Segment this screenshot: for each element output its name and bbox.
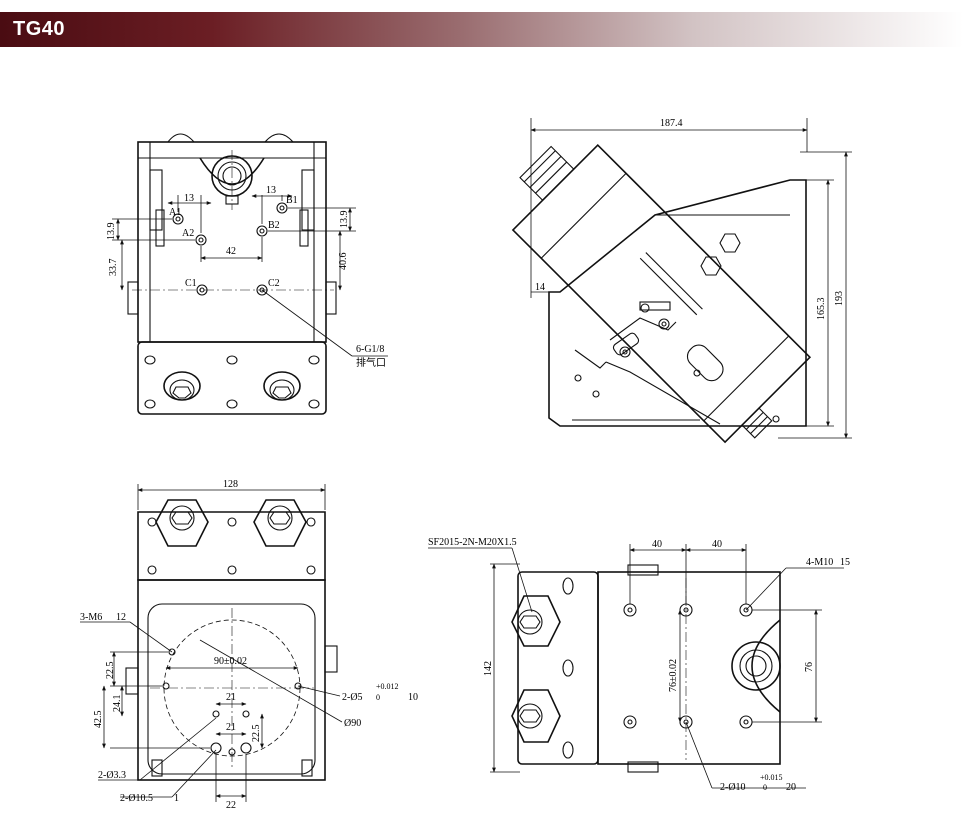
dim-76: 76 — [804, 662, 815, 672]
dim-22: 22 — [226, 800, 236, 811]
dim-42-5: 42.5 — [93, 711, 104, 729]
front-view — [112, 133, 388, 415]
callout-3-m6: 3-M6 — [80, 612, 102, 623]
callout-exhaust: 排气口 — [356, 356, 386, 369]
callout-2-d5-depth: 10 — [408, 692, 418, 703]
side-view-labels: 187.4 14 165.3 193 — [535, 118, 845, 320]
side-view — [511, 118, 852, 444]
bottom-view — [428, 544, 844, 789]
dim-42: 42 — [226, 246, 236, 257]
port-label-a1: A1 — [169, 207, 181, 218]
label-2-d10: 2-Ø10 — [720, 782, 746, 793]
callout-2-d3-3: 2-Ø3.3 — [98, 770, 126, 781]
dim-142: 142 — [483, 661, 494, 676]
label-m10-depth: 15 — [840, 557, 850, 568]
port-label-b1: B1 — [286, 195, 298, 206]
tolerance-lower: 0 — [376, 693, 380, 702]
callout-thread: 6-G1/8 — [356, 344, 384, 355]
dim-90: 90±0.02 — [214, 656, 247, 667]
dim-13-9-right: 13.9 — [339, 211, 350, 229]
dim-14: 14 — [535, 282, 545, 293]
dim-40-right: 40 — [712, 539, 722, 550]
dim-193: 193 — [834, 291, 845, 306]
callout-2-d5: 2-Ø5 — [342, 692, 363, 703]
port-label-c2: C2 — [268, 278, 280, 289]
dim-187-4: 187.4 — [660, 118, 683, 129]
dim-128: 128 — [223, 479, 238, 490]
callout-2-d10-5-depth: 1 — [174, 793, 179, 804]
label-2-d10-depth: 20 — [786, 782, 796, 793]
port-label-b2: B2 — [268, 220, 280, 231]
callout-3-m6-depth: 12 — [116, 612, 126, 623]
dim-33-7: 33.7 — [108, 259, 119, 277]
callout-d90: Ø90 — [344, 718, 361, 729]
dim-13-right: 13 — [266, 185, 276, 196]
model-title: TG40 — [13, 18, 66, 40]
callout-2-d10-5: 2-Ø10.5 — [120, 793, 153, 804]
front-view-labels: A1 A2 B1 B2 C1 C2 13 13 42 13.9 33.7 13.… — [106, 185, 386, 369]
dim-40-left: 40 — [652, 539, 662, 550]
dim-165-3: 165.3 — [816, 298, 827, 321]
label-fitting: SF2015-2N-M20X1.5 — [428, 537, 517, 548]
dim-22-5-right: 22.5 — [251, 725, 262, 743]
title-banner: TG40 — [0, 12, 963, 47]
port-label-c1: C1 — [185, 278, 197, 289]
tolerance-lower-2: 0 — [763, 783, 767, 792]
dim-21-upper: 21 — [226, 692, 236, 703]
tolerance-upper: +0.012 — [376, 682, 399, 691]
dim-13-9-left: 13.9 — [106, 223, 117, 241]
dim-76-tol: 76±0.02 — [668, 659, 679, 692]
dim-22-5-left: 22.5 — [105, 662, 116, 680]
dim-24-1: 24.1 — [112, 695, 123, 713]
label-m10: 4-M10 — [806, 557, 833, 568]
dim-40-6: 40.6 — [338, 253, 349, 271]
dim-13-left: 13 — [184, 193, 194, 204]
dim-21-lower: 21 — [226, 722, 236, 733]
top-view — [80, 484, 343, 802]
port-label-a2: A2 — [182, 228, 194, 239]
bottom-view-labels: 40 40 142 76±0.02 76 SF2015-2N-M20X1.5 4… — [428, 537, 850, 793]
top-view-labels: 128 90±0.02 21 21 22 22.5 24.1 42.5 22.5… — [80, 479, 418, 811]
tolerance-upper-2: +0.015 — [760, 773, 783, 782]
